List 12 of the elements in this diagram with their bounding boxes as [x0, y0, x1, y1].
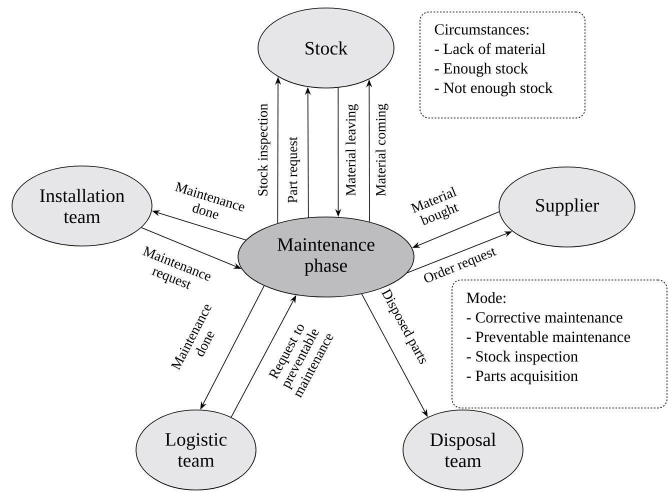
ellipse-node: Logistic team — [136, 410, 256, 490]
ellipse-node: Supplier — [498, 166, 636, 248]
note-box: Circumstances: - Lack of material - Enough stock - Not enough stock — [420, 12, 586, 118]
ellipse-node: Installation team — [12, 166, 152, 246]
edge-label: Material leaving — [346, 104, 358, 196]
edge-label: Order request — [424, 248, 497, 282]
ellipse-node: Disposal team — [402, 410, 524, 490]
note-box: Mode: - Corrective maintenance - Preventable maintenance - Stock inspection - Parts acquisition — [452, 280, 668, 408]
edge-label: Material coming — [376, 104, 388, 196]
edge-label: Part request — [288, 136, 300, 203]
edge-label: Stock inspection — [258, 104, 270, 196]
ellipse-node: Stock — [258, 8, 394, 88]
